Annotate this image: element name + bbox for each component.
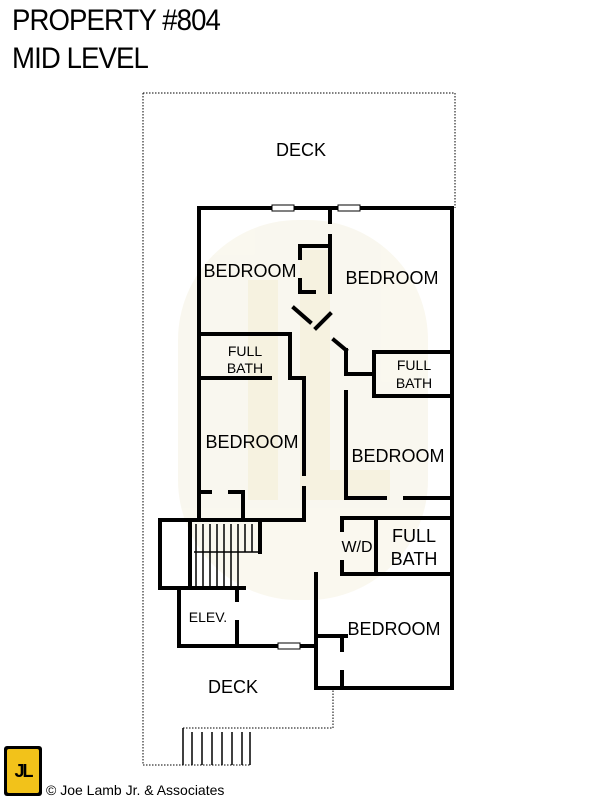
- logo-mark: JL: [7, 749, 39, 793]
- label-full-bath-lower-line2: BATH: [391, 549, 438, 569]
- page-title: PROPERTY #804: [12, 4, 221, 37]
- deck-outline-left: [142, 93, 250, 766]
- label-full-bath-left-line2: BATH: [227, 360, 263, 376]
- label-full-bath-right-line1: FULL: [397, 357, 431, 373]
- label-deck-bottom: DECK: [208, 677, 258, 697]
- label-bedroom-top-right: BEDROOM: [345, 268, 438, 288]
- label-bedroom-lower-right: BEDROOM: [347, 619, 440, 639]
- interior-stairs: [194, 524, 260, 586]
- label-full-bath-left-line1: FULL: [228, 343, 262, 359]
- walls: [158, 206, 454, 690]
- deck-outline-bottom: [183, 688, 334, 729]
- windows: [271, 204, 361, 650]
- deck-stairs: [182, 728, 251, 765]
- logo-text: JL: [14, 760, 33, 781]
- label-wd: W/D: [341, 539, 372, 556]
- label-full-bath-right-line2: BATH: [396, 375, 432, 391]
- copyright-text: © Joe Lamb Jr. & Associates: [46, 782, 225, 798]
- label-elevator: ELEV.: [189, 609, 227, 625]
- company-logo: JL: [4, 746, 42, 796]
- deck-outline: [143, 92, 456, 208]
- label-deck-top: DECK: [276, 140, 326, 160]
- label-bedroom-top-left: BEDROOM: [203, 261, 296, 281]
- label-full-bath-lower-line1: FULL: [392, 526, 436, 546]
- label-bedroom-mid-left: BEDROOM: [205, 432, 298, 452]
- label-bedroom-mid-right: BEDROOM: [351, 446, 444, 466]
- page-subtitle: MID LEVEL: [12, 42, 149, 75]
